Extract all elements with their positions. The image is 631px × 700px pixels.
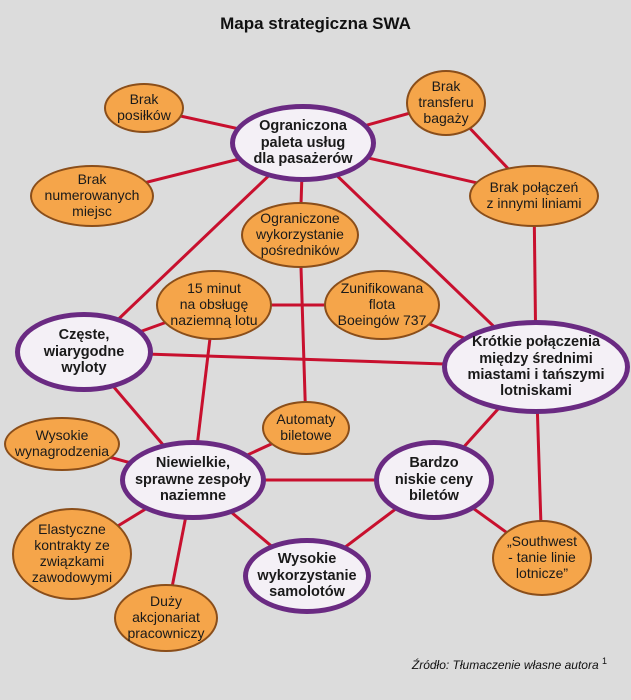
node-label: Elastyczne kontrakty ze związkami zawodo… <box>31 521 113 585</box>
node-label: „Southwest - tanie linie lotnicze” <box>506 533 578 581</box>
node-wysokie-wynagrodzenia: Wysokie wynagrodzenia <box>4 417 120 471</box>
node-label: Wysokie wynagrodzenia <box>14 427 110 459</box>
node-label: Częste, wiarygodne wyloty <box>43 327 125 377</box>
node-15-minut: 15 minut na obsługę naziemną lotu <box>156 270 272 340</box>
node-niewielkie-zespoly: Niewielkie, sprawne zespoły naziemne <box>120 440 266 520</box>
node-label: Brak numerowanych miejsc <box>44 171 140 219</box>
node-label: Krótkie połączenia między średnimi miast… <box>467 334 605 400</box>
node-southwest: „Southwest - tanie linie lotnicze” <box>492 520 592 596</box>
node-wysokie-wykorzystanie: Wysokie wykorzystanie samolotów <box>243 538 371 614</box>
node-label: Brak transferu bagaży <box>418 78 474 126</box>
node-brak-transferu: Brak transferu bagaży <box>406 70 486 136</box>
node-label: Zunifikowana flota Boeingów 737 <box>337 280 427 328</box>
source-text: Źródło: Tłumaczenie własne autora <box>411 658 599 672</box>
node-czeste-wyloty: Częste, wiarygodne wyloty <box>15 312 153 392</box>
node-brak-posilkow: Brak posiłków <box>104 83 184 133</box>
node-brak-numerowanych: Brak numerowanych miejsc <box>30 165 154 227</box>
node-automaty-biletowe: Automaty biletowe <box>262 401 350 455</box>
node-label: Brak posiłków <box>117 91 171 123</box>
node-label: Automaty biletowe <box>276 411 336 443</box>
node-label: Duży akcjonariat pracowniczy <box>127 593 205 641</box>
node-label: 15 minut na obsługę naziemną lotu <box>170 280 258 328</box>
source-footnote: 1 <box>601 656 607 666</box>
node-bardzo-niskie-ceny: Bardzo niskie ceny biletów <box>374 440 494 520</box>
node-label: Niewielkie, sprawne zespoły naziemne <box>134 455 252 505</box>
source-note: Źródło: Tłumaczenie własne autora 1 <box>412 656 607 672</box>
node-label: Wysokie wykorzystanie samolotów <box>257 551 357 601</box>
node-label: Bardzo niskie ceny biletów <box>394 455 474 505</box>
diagram-title: Mapa strategiczna SWA <box>220 14 411 33</box>
node-elastyczne-kontrakty: Elastyczne kontrakty ze związkami zawodo… <box>12 508 132 600</box>
node-ograniczona-paleta: Ograniczona paleta usług dla pasażerów <box>230 104 376 182</box>
node-label: Ograniczone wykorzystanie pośredników <box>256 210 344 258</box>
node-ograniczone-posrednikow: Ograniczone wykorzystanie pośredników <box>241 202 359 268</box>
node-label: Brak połączeń z innymi liniami <box>486 179 582 211</box>
node-krotkie-polaczenia: Krótkie połączenia między średnimi miast… <box>442 320 630 414</box>
node-zunifikowana-flota: Zunifikowana flota Boeingów 737 <box>324 270 440 340</box>
node-brak-polaczen: Brak połączeń z innymi liniami <box>469 165 599 227</box>
node-duzy-akcjonariat: Duży akcjonariat pracowniczy <box>114 584 218 652</box>
node-label: Ograniczona paleta usług dla pasażerów <box>253 118 353 168</box>
